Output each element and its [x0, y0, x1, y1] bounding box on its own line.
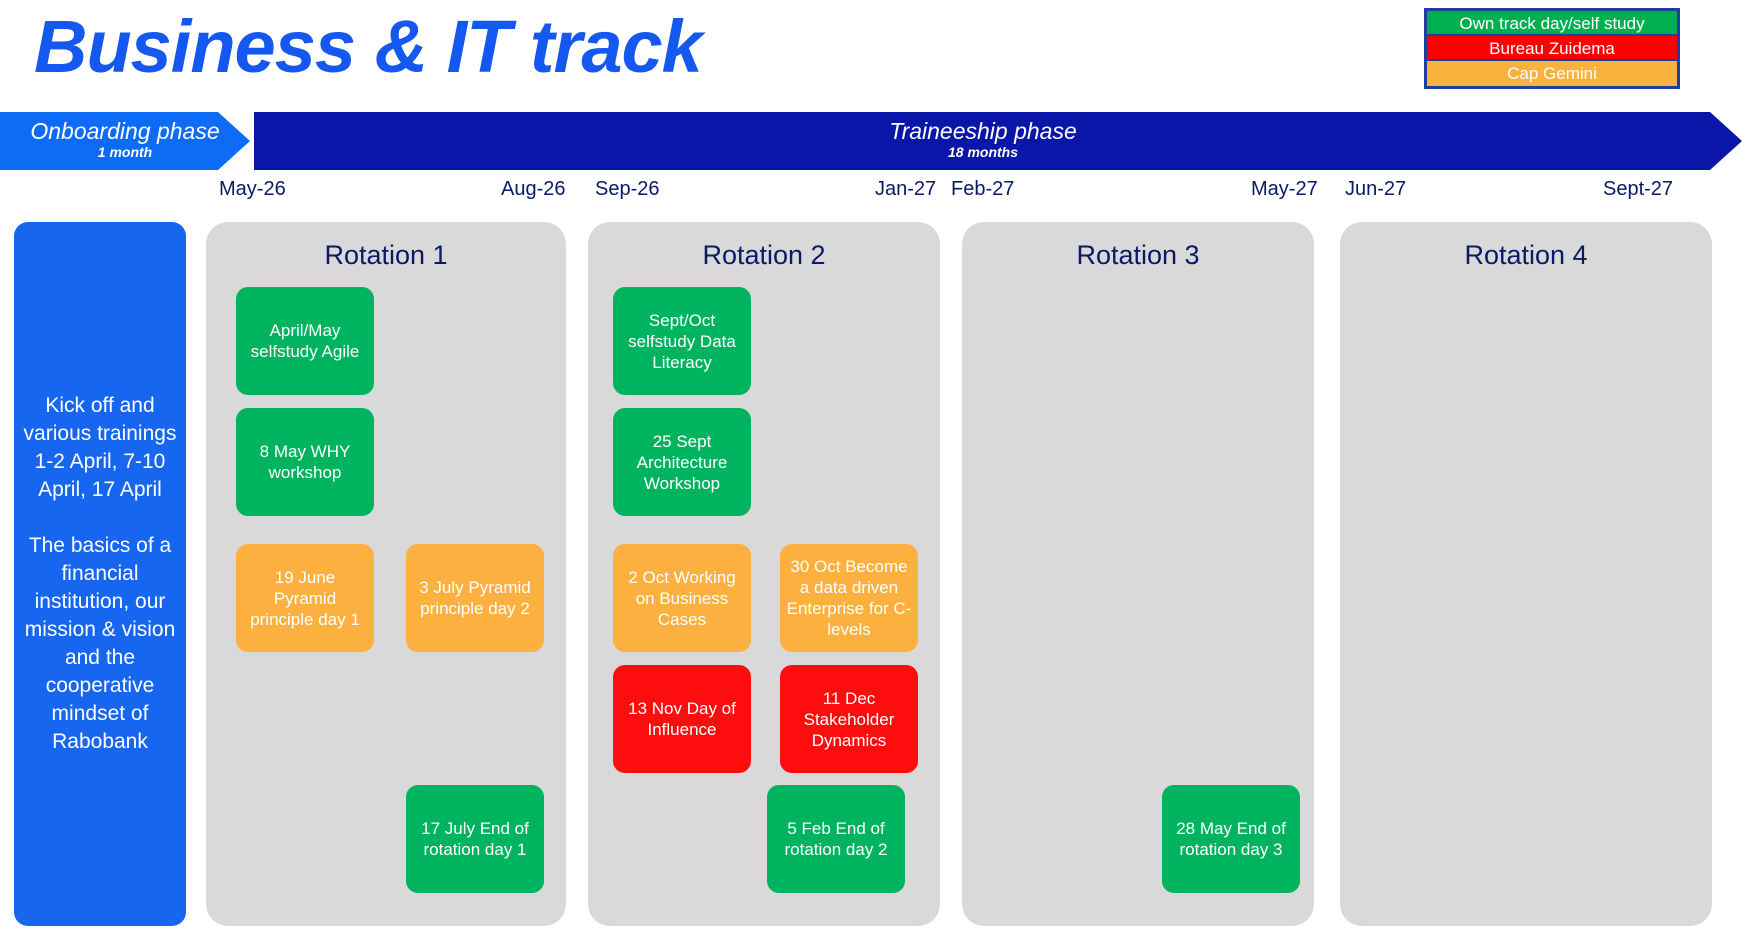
legend-item-own-track: Own track day/self study [1427, 11, 1677, 36]
phase-onboarding: Onboarding phase 1 month [0, 112, 250, 170]
page-title: Business & IT track [34, 5, 703, 88]
rotation-title: Rotation 3 [1076, 240, 1200, 270]
timeline-date-label: Jun-27 [1345, 178, 1407, 200]
timeline-date-label: Aug-26 [501, 178, 566, 200]
event-card[interactable]: April/May selfstudy Agile [236, 287, 374, 395]
rotation-title: Rotation 1 [324, 240, 448, 270]
legend: Own track day/self study Bureau Zuidema … [1424, 8, 1680, 89]
timeline-date-label: Sep-26 [595, 178, 660, 200]
rotation-title: Rotation 2 [702, 240, 826, 270]
legend-item-cap-gemini: Cap Gemini [1427, 61, 1677, 86]
timeline-date-label: Sept-27 [1603, 178, 1674, 200]
phase-traineeship-label: Traineeship phase [889, 118, 1077, 144]
timeline-date-axis: May-26 Aug-26 Sep-26 Jan-27 Feb-27 May-27 Jun-… [0, 178, 1742, 204]
event-card[interactable]: 28 May End of rotation day 3 [1162, 785, 1300, 893]
timeline-date-label: Feb-27 [951, 178, 1015, 200]
rotation-panel-2[interactable]: Rotation 2 Sept/Oct selfstudy Data Litera… [588, 222, 940, 926]
onboarding-paragraph-1: Kick off and various trainings 1-2 April… [23, 394, 177, 501]
event-card[interactable]: 25 Sept Architecture Workshop [613, 408, 751, 516]
event-card[interactable]: 5 Feb End of rotation day 2 [767, 785, 905, 893]
event-card[interactable]: 2 Oct Working on Business Cases [613, 544, 751, 652]
phase-onboarding-duration: 1 month [97, 144, 153, 160]
onboarding-paragraph-2: The basics of a financial institution, o… [24, 534, 176, 753]
rotation-title: Rotation 4 [1464, 240, 1588, 270]
event-card[interactable]: 8 May WHY workshop [236, 408, 374, 516]
event-card[interactable]: 11 Dec Stakeholder Dynamics [780, 665, 918, 773]
event-card[interactable]: 3 July Pyramid principle day 2 [406, 544, 544, 652]
legend-item-bureau-zuidema: Bureau Zuidema [1427, 36, 1677, 61]
phase-traineeship-duration: 18 months [947, 144, 1018, 160]
timeline-date-label: May-27 [1251, 178, 1318, 200]
phase-banner: Onboarding phase 1 month Traineeship pha… [0, 112, 1742, 170]
event-card[interactable]: 13 Nov Day of Influence [613, 665, 751, 773]
rotation-panel-4[interactable]: Rotation 4 [1340, 222, 1712, 926]
timeline-date-label: Jan-27 [875, 178, 937, 200]
onboarding-column: Kick off and various trainings 1-2 April… [14, 222, 186, 926]
event-card[interactable]: 19 June Pyramid principle day 1 [236, 544, 374, 652]
rotation-panel-1[interactable]: Rotation 1 April/May selfstudy Agile 8 May… [206, 222, 566, 926]
event-card[interactable]: 30 Oct Become a data driven Enterprise f… [780, 544, 918, 652]
event-card[interactable]: Sept/Oct selfstudy Data Literacy [613, 287, 751, 395]
event-card[interactable]: 17 July End of rotation day 1 [406, 785, 544, 893]
phase-traineeship: Traineeship phase 18 months [254, 112, 1742, 170]
rotation-panel-3[interactable]: Rotation 3 28 May End of rotation day 3 [962, 222, 1314, 926]
phase-onboarding-label: Onboarding phase [30, 118, 220, 144]
timeline-date-label: May-26 [219, 178, 286, 200]
